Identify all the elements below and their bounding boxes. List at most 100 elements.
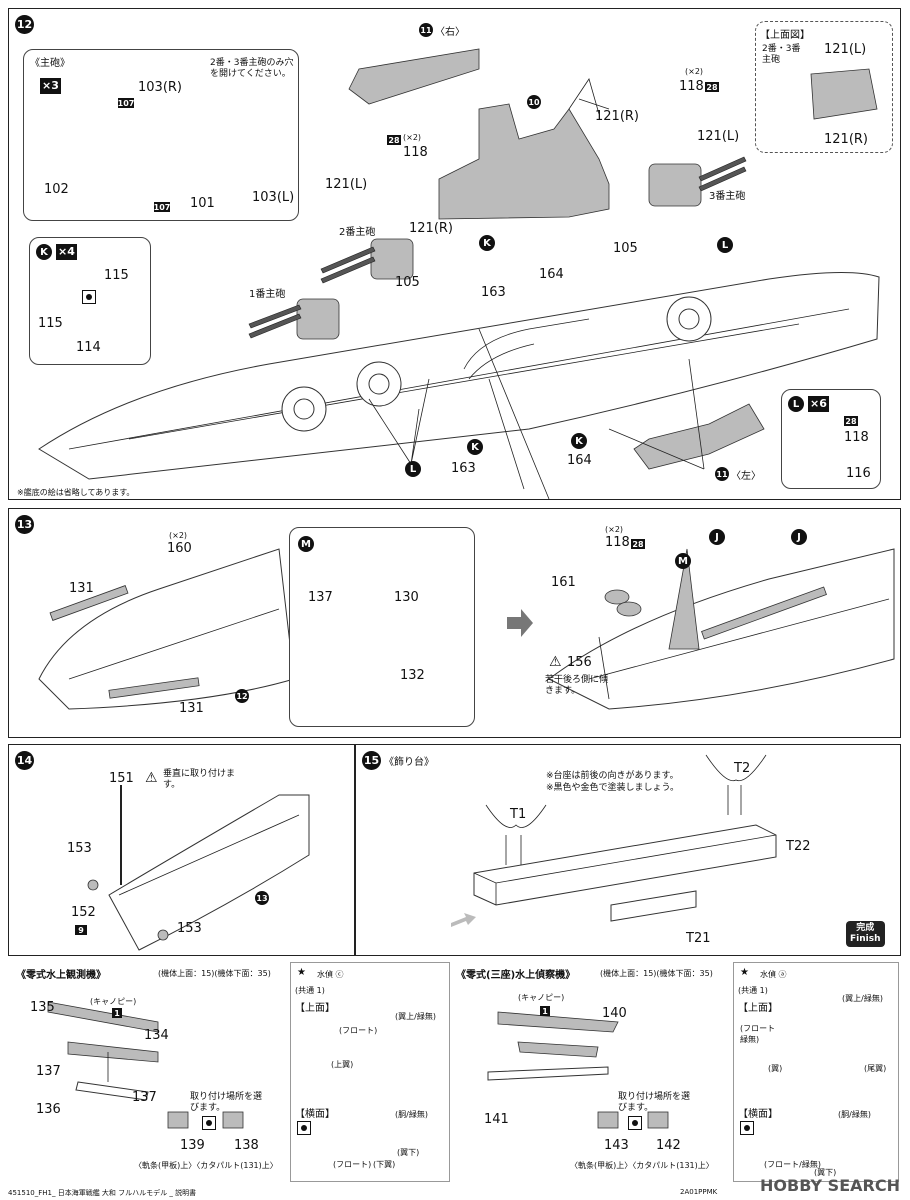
l-qty: ×6 xyxy=(808,396,829,412)
paint-flag-icon-1 xyxy=(202,1116,216,1130)
plane1-139: 139 xyxy=(180,1138,205,1153)
part-107a-tag: 107 xyxy=(117,98,135,108)
scheme1-f: (下翼) xyxy=(373,1160,396,1169)
part-161: 161 xyxy=(551,575,576,590)
scheme1-c: (上翼) xyxy=(331,1060,354,1069)
k-part-115a: 115 xyxy=(104,268,129,283)
part-102: 102 xyxy=(44,182,69,197)
scheme2-e: (胴/緑無) xyxy=(838,1110,871,1119)
top-view-121r: 121(R) xyxy=(824,132,868,147)
m-part-137: 137 xyxy=(308,590,333,605)
label-121r-b: 121(R) xyxy=(409,221,453,236)
footer-code: 2A01PPMK xyxy=(680,1188,718,1196)
label-118b: 118 xyxy=(403,145,428,160)
k-part-115b: 115 xyxy=(38,316,63,331)
step-14-panel: 14 151 ⚠ 垂直に取り付けます。 153 152 9 153 13 xyxy=(8,744,355,956)
plane1-137b: 137 xyxy=(132,1090,157,1105)
label-turret1: 1番主砲 xyxy=(249,289,286,300)
part-152: 152 xyxy=(71,905,96,920)
part-160: 160 xyxy=(167,541,192,556)
part-131b: 131 xyxy=(179,701,204,716)
plane2-ref: (機体上面：15)(機体下面：35) xyxy=(600,969,713,978)
scheme2-d: (尾翼) xyxy=(864,1064,887,1073)
scheme1-a: (翼上/緑無) xyxy=(395,1012,436,1021)
plane2-140: 140 xyxy=(602,1006,627,1021)
step-12-panel: 12 ※艦底の絵は省略してあります。 《主砲》 ×3 2番・3番主砲のみ穴を開け… xyxy=(8,8,901,500)
step-15-illustration xyxy=(451,754,777,927)
step-14-illustration xyxy=(87,785,310,951)
label-164a: 164 xyxy=(539,267,564,282)
scheme2-common: (共通 1) xyxy=(738,986,768,995)
plane2-141: 141 xyxy=(484,1112,509,1127)
part-156-note: 若干後ろ側に傾きます。 xyxy=(545,675,609,696)
k-marker-c: K xyxy=(571,433,587,449)
sub10-marker: 10 xyxy=(527,95,541,109)
plane1-s1: 1 xyxy=(112,1008,122,1018)
label-t21: T21 xyxy=(686,931,711,946)
label-x2a: (×2) xyxy=(169,531,188,540)
scheme1-mark: 水偵 ⓒ xyxy=(317,970,344,979)
sub11-left-marker: 11 xyxy=(715,467,729,481)
plane2-mount: 〈軌条(甲板)上〉〈カタパルト(131)上〉 xyxy=(570,1161,714,1170)
scheme1-top: 【上面】 xyxy=(295,1003,335,1014)
m-marker-b: M xyxy=(675,553,691,569)
part-118: 118 xyxy=(605,535,630,550)
scheme2-a: (翼上/緑無) xyxy=(842,994,883,1003)
top-view-121l: 121(L) xyxy=(824,42,867,57)
part-153a: 153 xyxy=(67,841,92,856)
step-12-number: 12 xyxy=(15,15,34,34)
label-x2a: (×2) xyxy=(685,67,704,76)
paint-flag-icon xyxy=(82,290,96,304)
k-marker-b: K xyxy=(467,439,483,455)
plane1-136: 136 xyxy=(36,1102,61,1117)
sub11-right-marker: 11 xyxy=(419,23,433,37)
plane1-137a: 137 xyxy=(36,1064,61,1079)
warning-icon-14: ⚠ xyxy=(145,770,158,786)
label-121l-b: 121(L) xyxy=(325,177,368,192)
star-icon-1: ★ xyxy=(297,967,306,978)
warning-icon: ⚠ xyxy=(549,654,562,670)
plane2-143: 143 xyxy=(604,1138,629,1153)
scheme2-mark: 水偵 ⓐ xyxy=(760,970,787,979)
label-28b: 28 xyxy=(387,135,401,145)
footer-left: 451510_FH1_ 日本海軍戦艦 大和 フルハルモデル _ 説明書 xyxy=(8,1189,197,1197)
paint-flag-icon-2 xyxy=(628,1116,642,1130)
plane2-canopy: (キャノピー) xyxy=(518,993,565,1002)
l-subpanel: L ×6 28 118 116 xyxy=(781,389,881,489)
watermark: HOBBY SEARCH xyxy=(760,1176,900,1195)
part-107b-tag: 107 xyxy=(153,202,171,212)
k-subpanel: K ×4 115 115 114 xyxy=(29,237,151,365)
plane1-ref: (機体上面：15)(機体下面：35) xyxy=(158,969,271,978)
main-gun-note: 2番・3番主砲のみ穴を開けてください。 xyxy=(210,58,294,79)
plane2-142: 142 xyxy=(656,1138,681,1153)
tag-9: 9 xyxy=(75,925,87,935)
m-part-132: 132 xyxy=(400,668,425,683)
k-marker: K xyxy=(36,244,52,260)
part-103r: 103(R) xyxy=(138,80,182,95)
label-28a: 28 xyxy=(705,82,719,92)
main-gun-qty: ×3 xyxy=(40,78,61,94)
m-part-130: 130 xyxy=(394,590,419,605)
paint-flag-icon-s2 xyxy=(740,1121,754,1135)
plane2-note: 取り付け場所を選びます。 xyxy=(618,1092,691,1113)
part-156: 156 xyxy=(567,655,592,670)
label-x2b: (×2) xyxy=(605,525,624,534)
j-marker-b: J xyxy=(791,529,807,545)
label-t2: T2 xyxy=(734,761,751,776)
l-marker-a: L xyxy=(717,237,733,253)
plane2-s1: 1 xyxy=(540,1006,550,1016)
paint-flag-icon-s1 xyxy=(297,1121,311,1135)
top-view-subpanel: 【上面図】 2番・3番主砲 121(L) 121(R) xyxy=(755,21,893,153)
k-qty: ×4 xyxy=(56,244,77,260)
main-gun-subpanel: 《主砲》 ×3 2番・3番主砲のみ穴を開けてください。 103(R) 107 1… xyxy=(23,49,299,221)
step-15-number: 15 xyxy=(362,751,381,770)
part-131a: 131 xyxy=(69,581,94,596)
scheme2-panel: ★ 水偵 ⓐ (共通 1) 【上面】 (翼上/緑無) (フロート緑無) (翼) … xyxy=(733,962,899,1182)
label-121r-a: 121(R) xyxy=(595,109,639,124)
finish-en: Finish xyxy=(850,934,881,944)
scheme1-d: (胴/緑無) xyxy=(395,1110,428,1119)
scheme2-b: (フロート緑無) xyxy=(740,1024,776,1044)
finish-badge: 完成 Finish xyxy=(846,921,885,947)
step-15-note2: ※黒色や金色で塗装しましょう。 xyxy=(546,783,680,793)
m-marker: M xyxy=(298,536,314,552)
